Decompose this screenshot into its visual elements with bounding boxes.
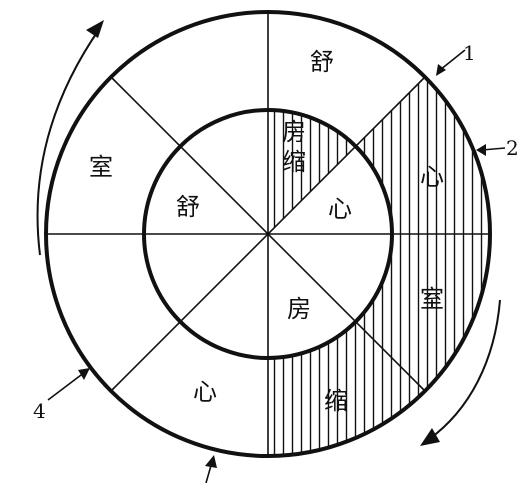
callout-label-1: 1 xyxy=(463,41,476,65)
callout-label-4: 4 xyxy=(33,399,46,423)
inner-label-right: 心 xyxy=(328,195,352,223)
divider-lines xyxy=(46,12,490,456)
inner-label-upper-right-b: 缩 xyxy=(282,148,306,176)
outer-label-upper-right: 心 xyxy=(420,163,444,191)
outer-label-lower-right: 室 xyxy=(420,285,444,313)
callout-3-arrow xyxy=(205,455,217,483)
callout-4-leader xyxy=(47,368,90,401)
callout-label-2: 2 xyxy=(506,136,519,160)
inner-label-bottom: 房 xyxy=(287,295,311,323)
inner-label-upper-left: 舒 xyxy=(176,193,200,221)
callout-1-leader xyxy=(436,49,466,76)
rotation-arrow-left xyxy=(36,20,104,256)
outer-label-bottom-left: 心 xyxy=(193,378,217,406)
outer-label-bottom-right: 缩 xyxy=(324,387,348,415)
hatched-region-inner xyxy=(268,109,356,234)
callout-2-leader xyxy=(476,144,506,156)
inner-label-upper-right-a: 房 xyxy=(282,118,306,146)
outer-label-left: 室 xyxy=(89,153,113,181)
rotation-arrow-right xyxy=(420,299,501,446)
outer-label-top: 舒 xyxy=(310,48,334,76)
